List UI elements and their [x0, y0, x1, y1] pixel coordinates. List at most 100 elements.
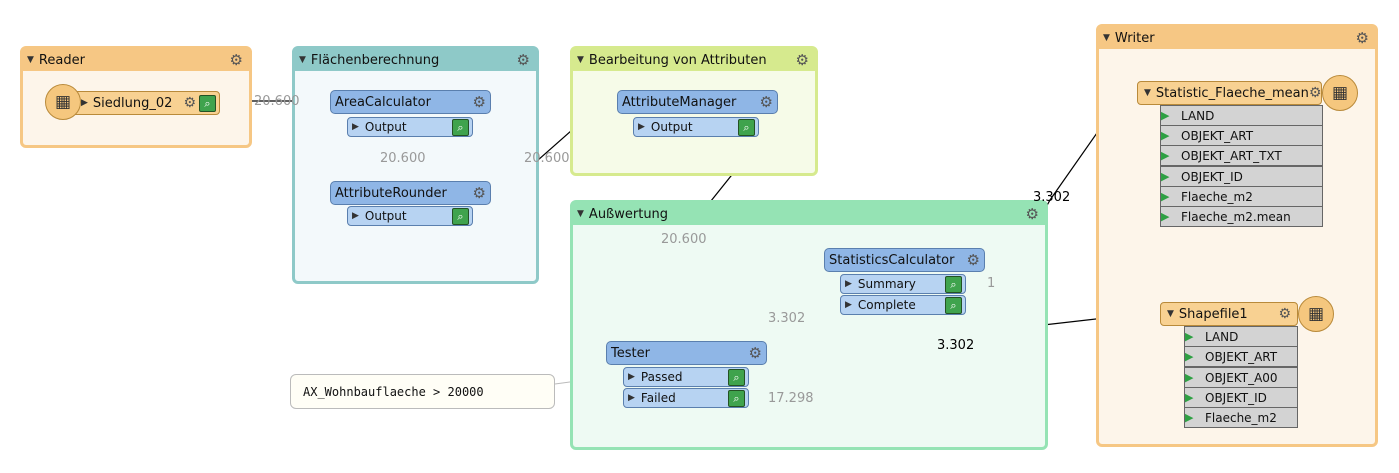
transformer-area-calculator[interactable]: AreaCalculator ⚙	[330, 90, 491, 114]
gear-icon[interactable]: ⚙	[1025, 204, 1039, 223]
gear-icon[interactable]: ⚙	[795, 50, 809, 69]
output-port[interactable]: ▶ Output ⌕	[347, 117, 473, 137]
feature-count-label: 17.298	[768, 391, 814, 406]
writer-name: Statistic_Flaeche_mean	[1155, 85, 1309, 101]
reader-feature-type[interactable]: ▶ Siedlung_02 ⚙ ⌕	[70, 91, 220, 115]
attribute-arrow-icon: ▶	[1161, 210, 1170, 223]
expand-triangle-icon[interactable]: ▶	[845, 300, 852, 310]
feature-count-label: 3.302	[1033, 190, 1071, 205]
attribute-name: LAND	[1205, 329, 1239, 344]
feature-count-label: 20.600	[524, 151, 570, 166]
inspect-icon[interactable]: ⌕	[728, 368, 745, 386]
inspect-icon[interactable]: ⌕	[738, 118, 755, 136]
collapse-triangle-icon[interactable]: ▼	[1144, 88, 1151, 98]
collapse-triangle-icon[interactable]: ▼	[577, 55, 584, 65]
reader-name: Siedlung_02	[92, 95, 173, 111]
collapse-triangle-icon[interactable]: ▼	[27, 55, 34, 65]
writer-attribute: ▶ LAND	[1160, 105, 1323, 126]
gear-icon[interactable]: ⚙	[748, 343, 762, 362]
gear-icon[interactable]: ⚙	[1355, 28, 1369, 47]
output-port[interactable]: ▶ Output ⌕	[347, 206, 473, 226]
writer-attribute: ▶ OBJEKT_ART_TXT	[1160, 145, 1323, 166]
expand-triangle-icon[interactable]: ▶	[628, 372, 635, 382]
attribute-arrow-icon: ▶	[1185, 391, 1194, 404]
expand-triangle-icon[interactable]: ▶	[638, 122, 645, 132]
gear-icon[interactable]: ⚙	[1308, 85, 1322, 101]
transformer-tester[interactable]: Tester ⚙	[606, 341, 767, 365]
transformer-name: AttributeRounder	[335, 185, 447, 201]
table-icon: ▦	[45, 84, 81, 120]
complete-port[interactable]: ▶ Complete ⌕	[840, 295, 966, 315]
collapse-triangle-icon[interactable]: ▼	[1103, 33, 1110, 43]
writer-attribute: ▶ OBJEKT_ART	[1184, 346, 1298, 367]
collapse-triangle-icon[interactable]: ▼	[299, 55, 306, 65]
collapse-triangle-icon[interactable]: ▼	[577, 209, 584, 219]
attribute-name: OBJEKT_ID	[1205, 390, 1267, 405]
gear-icon[interactable]: ⚙	[472, 92, 486, 111]
inspect-icon[interactable]: ⌕	[452, 207, 469, 225]
gear-icon[interactable]: ⚙	[966, 250, 980, 269]
feature-count-label: 20.600	[380, 151, 426, 166]
attribute-name: Flaeche_m2	[1205, 410, 1277, 425]
output-port[interactable]: ▶ Output ⌕	[633, 117, 759, 137]
failed-port[interactable]: ▶ Failed ⌕	[623, 388, 749, 408]
attribute-arrow-icon: ▶	[1185, 350, 1194, 363]
inspect-icon[interactable]: ⌕	[199, 94, 216, 112]
inspect-icon[interactable]: ⌕	[945, 275, 962, 293]
transformer-name: AreaCalculator	[335, 94, 431, 110]
port-label: Failed	[640, 391, 676, 405]
transformer-statistics-calculator[interactable]: StatisticsCalculator ⚙	[824, 248, 985, 272]
attribute-arrow-icon: ▶	[1161, 190, 1170, 203]
gear-icon[interactable]: ⚙	[1278, 306, 1291, 322]
attribute-arrow-icon: ▶	[1161, 149, 1170, 162]
passed-port[interactable]: ▶ Passed ⌕	[623, 367, 749, 387]
writer-attribute: ▶ Flaeche_m2	[1184, 407, 1298, 428]
attribute-arrow-icon: ▶	[1185, 330, 1194, 343]
transformer-name: Tester	[611, 345, 650, 361]
bookmark-auswertung[interactable]: ▼ Außwertung ⚙	[570, 200, 1048, 450]
attribute-name: LAND	[1181, 108, 1215, 123]
annotation-text: AX_Wohnbauflaeche > 20000	[303, 384, 484, 399]
attribute-arrow-icon: ▶	[1161, 109, 1170, 122]
transformer-attribute-manager[interactable]: AttributeManager ⚙	[617, 90, 778, 114]
gear-icon[interactable]: ⚙	[516, 50, 530, 69]
inspect-icon[interactable]: ⌕	[452, 118, 469, 136]
attribute-name: OBJEKT_ID	[1181, 169, 1243, 184]
annotation-note[interactable]: AX_Wohnbauflaeche > 20000	[290, 374, 555, 409]
table-icon: ▦	[1298, 296, 1334, 332]
port-label: Output	[364, 120, 407, 134]
gear-icon[interactable]: ⚙	[759, 92, 773, 111]
port-label: Complete	[857, 298, 916, 312]
expand-triangle-icon[interactable]: ▶	[352, 122, 359, 132]
writer-attribute: ▶ OBJEKT_ID	[1160, 166, 1323, 187]
gear-icon[interactable]: ⚙	[183, 95, 196, 111]
expand-triangle-icon[interactable]: ▶	[81, 98, 88, 108]
summary-port[interactable]: ▶ Summary ⌕	[840, 274, 966, 294]
port-label: Output	[364, 209, 407, 223]
feature-count-label: 20.600	[254, 94, 300, 109]
expand-triangle-icon[interactable]: ▶	[352, 211, 359, 221]
writer-attribute: ▶ LAND	[1184, 326, 1298, 347]
writer-attribute: ▶ OBJEKT_ID	[1184, 387, 1298, 408]
writer-attribute: ▶ OBJEKT_ART	[1160, 125, 1323, 146]
attribute-name: Flaeche_m2.mean	[1181, 209, 1291, 224]
writer-feature-type-shapefile[interactable]: ▼ Shapefile1 ⚙	[1160, 302, 1298, 326]
expand-triangle-icon[interactable]: ▶	[845, 279, 852, 289]
gear-icon[interactable]: ⚙	[472, 183, 486, 202]
bookmark-flaechenberechnung[interactable]: ▼ Flächenberechnung ⚙	[292, 46, 539, 284]
writer-attribute: ▶ OBJEKT_A00	[1184, 367, 1298, 388]
attribute-name: OBJEKT_ART	[1181, 128, 1254, 143]
bookmark-title: Writer	[1114, 30, 1155, 46]
collapse-triangle-icon[interactable]: ▼	[1167, 309, 1174, 319]
writer-feature-type-statistic[interactable]: ▼ Statistic_Flaeche_mean ⚙	[1137, 81, 1322, 105]
attribute-arrow-icon: ▶	[1185, 411, 1194, 424]
inspect-icon[interactable]: ⌕	[945, 296, 962, 314]
feature-count-label: 3.302	[937, 338, 975, 353]
attribute-arrow-icon: ▶	[1161, 129, 1170, 142]
attribute-name: OBJEKT_ART_TXT	[1181, 148, 1282, 163]
gear-icon[interactable]: ⚙	[229, 50, 243, 69]
transformer-attribute-rounder[interactable]: AttributeRounder ⚙	[330, 181, 491, 205]
inspect-icon[interactable]: ⌕	[728, 389, 745, 407]
attribute-name: OBJEKT_A00	[1205, 370, 1278, 385]
expand-triangle-icon[interactable]: ▶	[628, 393, 635, 403]
